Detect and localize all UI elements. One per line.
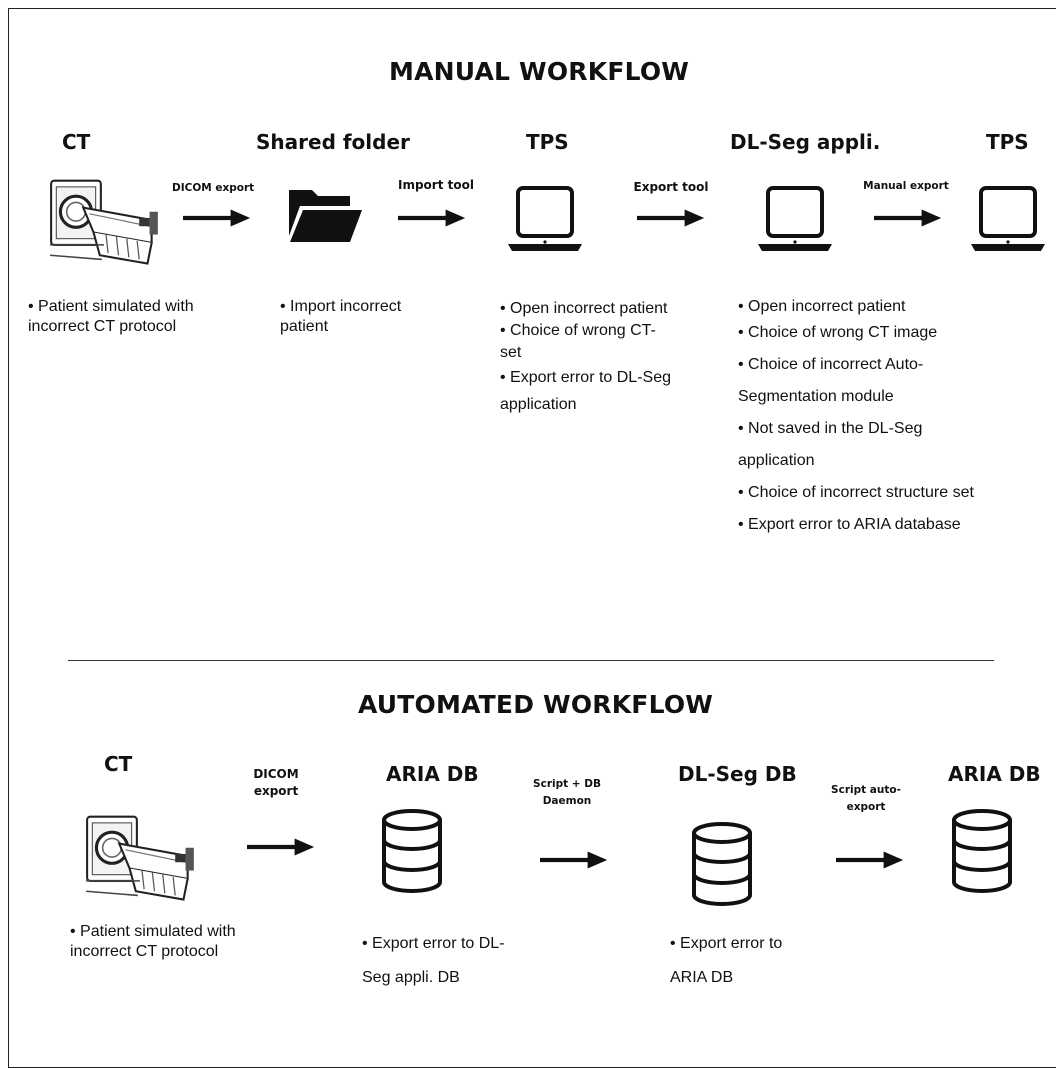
edge-label-import-tool: Import tool — [398, 178, 474, 192]
database-icon — [690, 821, 754, 907]
arrow-aria-to-dlseg — [540, 848, 608, 872]
arrow-tps-to-dlseg — [637, 206, 705, 230]
note-item: Open incorrect patient — [738, 297, 978, 317]
edge-label-script-auto-export: Script auto- export — [818, 782, 914, 816]
edge-label-line: export — [846, 801, 886, 813]
auto-aria-db-final-title: ARIA DB — [948, 762, 1041, 786]
ct-scanner-icon — [48, 172, 162, 266]
laptop-icon — [505, 184, 585, 254]
edge-label-manual-export: Manual export — [863, 180, 949, 192]
edge-label-dicom-export: DICOM export — [244, 766, 308, 800]
auto-aria-notes: Export error to DL-Seg appli. DB — [362, 927, 512, 995]
edge-label-line: Script + DB — [533, 778, 601, 790]
note-item: Choice of incorrect structure set — [738, 477, 978, 509]
edge-label-export-tool: Export tool — [633, 180, 709, 194]
edge-label-dicom-export: DICOM export — [172, 182, 255, 194]
arrow-ct-to-aria — [247, 835, 315, 859]
arrow-ct-to-folder — [183, 206, 251, 230]
database-icon — [380, 808, 444, 894]
auto-dlseg-notes: Export error to ARIA DB — [670, 927, 820, 995]
manual-tps-final-title: TPS — [986, 130, 1029, 154]
note-item: Export error to DL-Seg appli. DB — [362, 927, 512, 995]
laptop-icon — [755, 184, 835, 254]
note-item: Choice of wrong CT-set — [500, 320, 672, 364]
note-item: Export error to DL-Seg application — [500, 364, 672, 418]
auto-ct-notes: Patient simulated with incorrect CT prot… — [70, 922, 244, 962]
manual-workflow-title: MANUAL WORKFLOW — [389, 57, 690, 86]
folder-icon — [284, 184, 364, 244]
edge-label-script-db-daemon: Script + DB Daemon — [524, 776, 610, 810]
arrow-dlseg-to-tps — [874, 206, 942, 230]
edge-label-line: DICOM — [253, 767, 299, 781]
arrow-folder-to-tps — [398, 206, 466, 230]
note-item: Choice of wrong CT image — [738, 317, 978, 349]
note-item: Not saved in the DL-Seg application — [738, 413, 978, 477]
note-item: Choice of incorrect Auto-Segmentation mo… — [738, 349, 978, 413]
auto-dlseg-db-title: DL-Seg DB — [678, 762, 797, 786]
note-item: Patient simulated with incorrect CT prot… — [70, 922, 244, 962]
manual-ct-notes: Patient simulated with incorrect CT prot… — [28, 297, 206, 337]
manual-folder-notes: Import incorrect patient — [280, 297, 430, 337]
note-item: Patient simulated with incorrect CT prot… — [28, 297, 206, 337]
automated-workflow-title: AUTOMATED WORKFLOW — [358, 690, 714, 719]
edge-label-line: export — [253, 784, 299, 798]
auto-ct-title: CT — [104, 752, 133, 776]
note-item: Import incorrect patient — [280, 297, 430, 337]
arrow-dlseg-to-aria — [836, 848, 904, 872]
database-icon — [950, 808, 1014, 894]
edge-label-line: Daemon — [542, 795, 592, 807]
note-item: Export error to ARIA DB — [670, 927, 820, 995]
manual-ct-title: CT — [62, 130, 91, 154]
ct-scanner-icon — [84, 808, 198, 902]
auto-aria-db-title: ARIA DB — [386, 762, 479, 786]
section-divider — [68, 660, 994, 661]
note-item: Export error to ARIA database — [738, 509, 978, 541]
laptop-icon — [968, 184, 1048, 254]
edge-label-line: Script auto- — [831, 784, 901, 796]
manual-tps-title: TPS — [526, 130, 569, 154]
manual-dlseg-notes: Open incorrect patient Choice of wrong C… — [738, 297, 978, 541]
manual-shared-folder-title: Shared folder — [256, 130, 410, 154]
manual-dlseg-title: DL-Seg appli. — [730, 130, 881, 154]
note-item: Open incorrect patient — [500, 298, 672, 320]
manual-tps-notes: Open incorrect patient Choice of wrong C… — [500, 298, 672, 418]
